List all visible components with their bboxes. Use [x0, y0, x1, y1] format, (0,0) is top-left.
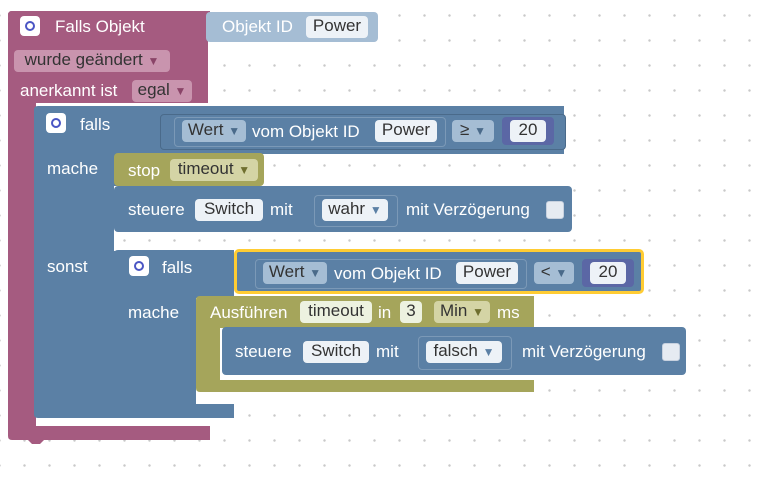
chevron-down-icon: ▼: [555, 266, 568, 280]
from-object-label: vom Objekt ID: [252, 122, 360, 141]
stop-timer-text: timeout: [177, 159, 234, 178]
object-id-field[interactable]: Power: [375, 120, 437, 142]
timeout-unit-dropdown[interactable]: Min ▼: [434, 301, 490, 323]
stop-timer-dropdown[interactable]: timeout ▼: [170, 159, 258, 181]
inner-falls-label: falls: [162, 258, 193, 277]
bool-option-text-1: wahr: [328, 199, 366, 218]
inner-object-id-field[interactable]: Power: [456, 262, 518, 284]
chevron-down-icon: ▼: [369, 203, 382, 217]
bool-dropdown-2[interactable]: falsch ▼: [426, 341, 502, 363]
timeout-name-field[interactable]: timeout: [300, 301, 372, 323]
inner-value-dropdown[interactable]: Wert ▼: [263, 262, 327, 284]
inner-value-option-text: Wert: [268, 262, 305, 281]
if-mache-label: mache: [47, 159, 99, 178]
ack-dropdown[interactable]: egal ▼: [132, 80, 192, 102]
control2-label: steuere: [235, 342, 292, 361]
timeout-amount-field[interactable]: 3: [400, 301, 422, 323]
chevron-down-icon: ▼: [472, 305, 485, 319]
inner-number-field[interactable]: 20: [590, 262, 626, 284]
control2-target[interactable]: Switch: [303, 341, 369, 363]
inner-from-object-label: vom Objekt ID: [334, 264, 442, 283]
object-id-value[interactable]: Power: [306, 16, 368, 38]
chevron-down-icon: ▼: [228, 124, 241, 138]
if-gear-icon[interactable]: [46, 113, 66, 133]
timeout-label: Ausführen: [210, 303, 288, 322]
stop-label: stop: [128, 161, 161, 180]
inner-operator-text: <: [540, 262, 551, 281]
inner-if-block-shape: [114, 250, 234, 408]
value-option-text: Wert: [187, 120, 224, 139]
timeout-unit-text: Min: [439, 301, 468, 320]
chevron-down-icon: ▼: [482, 345, 495, 359]
inner-operator-dropdown[interactable]: < ▼: [534, 262, 574, 284]
chevron-down-icon: ▼: [474, 124, 486, 138]
control1-with-label: mit: [270, 200, 293, 219]
inner-if-gear-icon[interactable]: [129, 256, 149, 276]
changed-option-text: wurde geändert: [24, 50, 143, 69]
delay-checkbox-1[interactable]: [546, 201, 564, 219]
bool-option-text-2: falsch: [433, 341, 478, 360]
delay-checkbox-2[interactable]: [662, 343, 680, 361]
chevron-down-icon: ▼: [174, 84, 187, 98]
control1-delay-label: mit Verzögerung: [406, 200, 530, 219]
if-sonst-label: sonst: [47, 257, 88, 276]
trigger-gear-icon[interactable]: [20, 16, 40, 36]
if-falls-label: falls: [80, 115, 111, 134]
control1-label: steuere: [128, 200, 185, 219]
chevron-down-icon: ▼: [309, 266, 322, 280]
object-id-label: Objekt ID: [222, 17, 293, 36]
bool-dropdown-1[interactable]: wahr ▼: [322, 199, 388, 221]
control2-with-label: mit: [376, 342, 399, 361]
chevron-down-icon: ▼: [147, 54, 160, 68]
ack-option-text: egal: [137, 80, 170, 99]
inner-mache-label: mache: [128, 303, 180, 322]
value-dropdown[interactable]: Wert ▼: [182, 120, 246, 142]
trigger-title: Falls Objekt: [55, 17, 145, 36]
number-field[interactable]: 20: [510, 120, 546, 142]
operator-dropdown[interactable]: ≥ ▼: [452, 120, 494, 142]
timeout-in-label: in: [378, 303, 392, 322]
timeout-ms-label: ms: [497, 303, 520, 322]
chevron-down-icon: ▼: [238, 163, 251, 177]
control2-delay-label: mit Verzögerung: [522, 342, 646, 361]
changed-dropdown[interactable]: wurde geändert ▼: [14, 50, 170, 72]
control1-target[interactable]: Switch: [195, 199, 263, 221]
operator-text: ≥: [460, 120, 470, 139]
ack-label: anerkannt ist: [20, 81, 118, 100]
